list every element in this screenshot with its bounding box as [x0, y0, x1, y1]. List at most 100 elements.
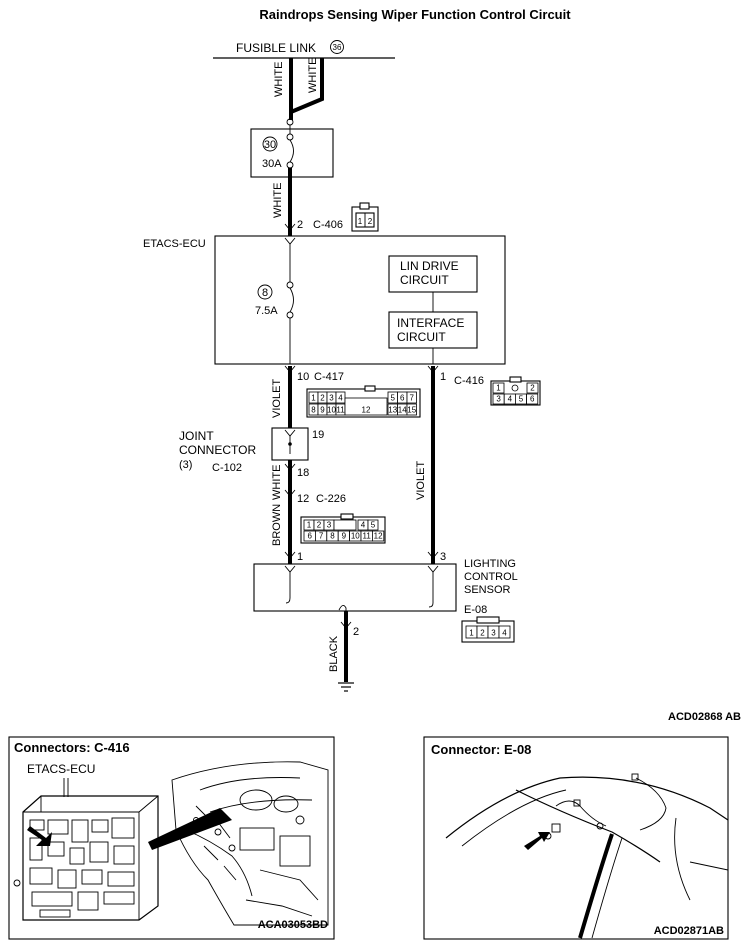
body-line	[689, 861, 729, 871]
lin-drive-label-2: CIRCUIT	[400, 273, 449, 287]
connector-c406-latch	[359, 202, 370, 210]
dashboard-detail	[295, 815, 305, 825]
lin-drive-label-1: LIN DRIVE	[400, 259, 459, 273]
c416-pin-6-label: 6	[530, 395, 535, 404]
wire-color-white-4: WHITE	[271, 465, 283, 500]
leader-wedge	[148, 808, 232, 850]
terminal-arrow	[427, 551, 439, 559]
c102-name: C-102	[212, 462, 242, 474]
a-pillar	[578, 833, 614, 939]
c226-pin-2-label: 2	[317, 521, 322, 530]
sensor-ground-terminal	[338, 605, 347, 611]
dashboard-panel	[279, 835, 311, 867]
ecu-socket	[31, 891, 73, 907]
dashboard-detail	[193, 817, 199, 823]
fuse-8-number-circle	[257, 284, 273, 300]
wire-color-violet-1: VIOLET	[271, 379, 283, 418]
connector-c416-latch	[509, 376, 522, 383]
ecu-edge	[138, 795, 159, 813]
c417-pin-6-label: 6	[400, 394, 405, 403]
c416-pin-1-cell	[492, 382, 505, 394]
c416-pin: 1	[440, 371, 446, 383]
wire-color-white-1: WHITE	[273, 62, 285, 97]
ground-symbol	[338, 682, 354, 692]
c417-pin-12-cell	[344, 397, 388, 416]
c416-pin-1-label: 1	[496, 384, 501, 393]
c226-pin-10-label: 10	[351, 532, 360, 541]
fuse-8-element	[289, 287, 294, 313]
ecu-socket	[47, 841, 65, 857]
roof-line	[445, 776, 729, 839]
dashboard-illustration	[171, 761, 329, 926]
ecu-socket	[29, 837, 43, 861]
ecu-socket	[29, 867, 53, 885]
sensor-label-1: LIGHTING	[464, 558, 516, 570]
panel-connector-e08	[423, 736, 729, 940]
dashboard-outline	[171, 761, 329, 926]
fusible-link-number-circle	[330, 40, 344, 54]
e08-name: E-08	[464, 604, 487, 616]
windshield-edge	[461, 789, 567, 847]
interface-circuit-box	[388, 311, 478, 349]
ecu-socket	[103, 891, 135, 905]
c406-pin-1: 1	[358, 217, 363, 226]
ecu-socket	[29, 819, 45, 831]
connector-e08-location	[551, 823, 561, 833]
c406-pin-2: 2	[368, 217, 373, 226]
windshield-illustration	[445, 773, 729, 939]
etacs-ecu-illustration	[13, 778, 159, 921]
c416-key	[511, 384, 519, 392]
ecu-socket	[69, 847, 85, 865]
ecu-screw	[13, 879, 21, 887]
c417-pin-9-label: 9	[320, 406, 325, 415]
terminal-arrow	[284, 551, 296, 559]
c226-pin-5-cell	[367, 519, 379, 531]
e08-pin-2-label: 2	[480, 629, 485, 638]
c226-name: C-226	[316, 493, 346, 505]
windshield-top	[515, 789, 661, 863]
c226-pin-7-label: 7	[319, 532, 324, 541]
c226-pin-4-label: 4	[361, 521, 366, 530]
etacs-ecu-label: ETACS-ECU	[143, 238, 206, 250]
ecu-socket	[111, 817, 135, 839]
sensor-internal-lead	[428, 572, 434, 608]
c416-pin-2-label: 2	[530, 384, 535, 393]
ecu-socket	[81, 869, 103, 885]
c416-pin-2-cell	[526, 382, 539, 394]
c226-pin-1-label: 1	[307, 521, 312, 530]
c226-pin-9-label: 9	[342, 532, 347, 541]
ecu-socket	[57, 869, 77, 889]
diagram-code: ACD02868 AB	[668, 711, 741, 723]
fuse-30-rating: 30A	[262, 158, 282, 170]
sensor-internal-lead	[285, 572, 291, 604]
sensor-label-2: CONTROL	[464, 571, 518, 583]
c417-pin: 10	[297, 371, 309, 383]
connector-e08-latch	[476, 616, 500, 624]
wire-color-violet-2: VIOLET	[415, 461, 427, 500]
sensor-label-3: SENSOR	[464, 584, 511, 596]
c102-pin-in: 19	[312, 429, 324, 441]
c417-pin-2-label: 2	[320, 394, 325, 403]
c417-pin-4-label: 4	[338, 394, 343, 403]
harness-clip	[631, 773, 639, 781]
c417-pin-10-label: 10	[327, 406, 336, 415]
fuse-30-element	[289, 139, 294, 163]
c416-pin-5-label: 5	[519, 395, 524, 404]
ecu-socket	[39, 909, 71, 918]
dashboard-gauge	[273, 795, 299, 813]
ecu-socket	[107, 871, 135, 887]
fusible-link-label: FUSIBLE LINK	[236, 41, 316, 55]
terminal-arrow	[340, 621, 352, 629]
dashboard-panel	[239, 827, 275, 851]
c406-pin: 2	[297, 219, 303, 231]
fusible-link-wire-pair	[289, 58, 324, 116]
fusible-link-number: 36	[333, 43, 342, 52]
connector-c226-latch	[340, 513, 354, 520]
ecu-socket	[71, 819, 89, 843]
c416-name: C-416	[454, 375, 484, 387]
panel-right-code: ACD02871AB	[654, 925, 724, 937]
